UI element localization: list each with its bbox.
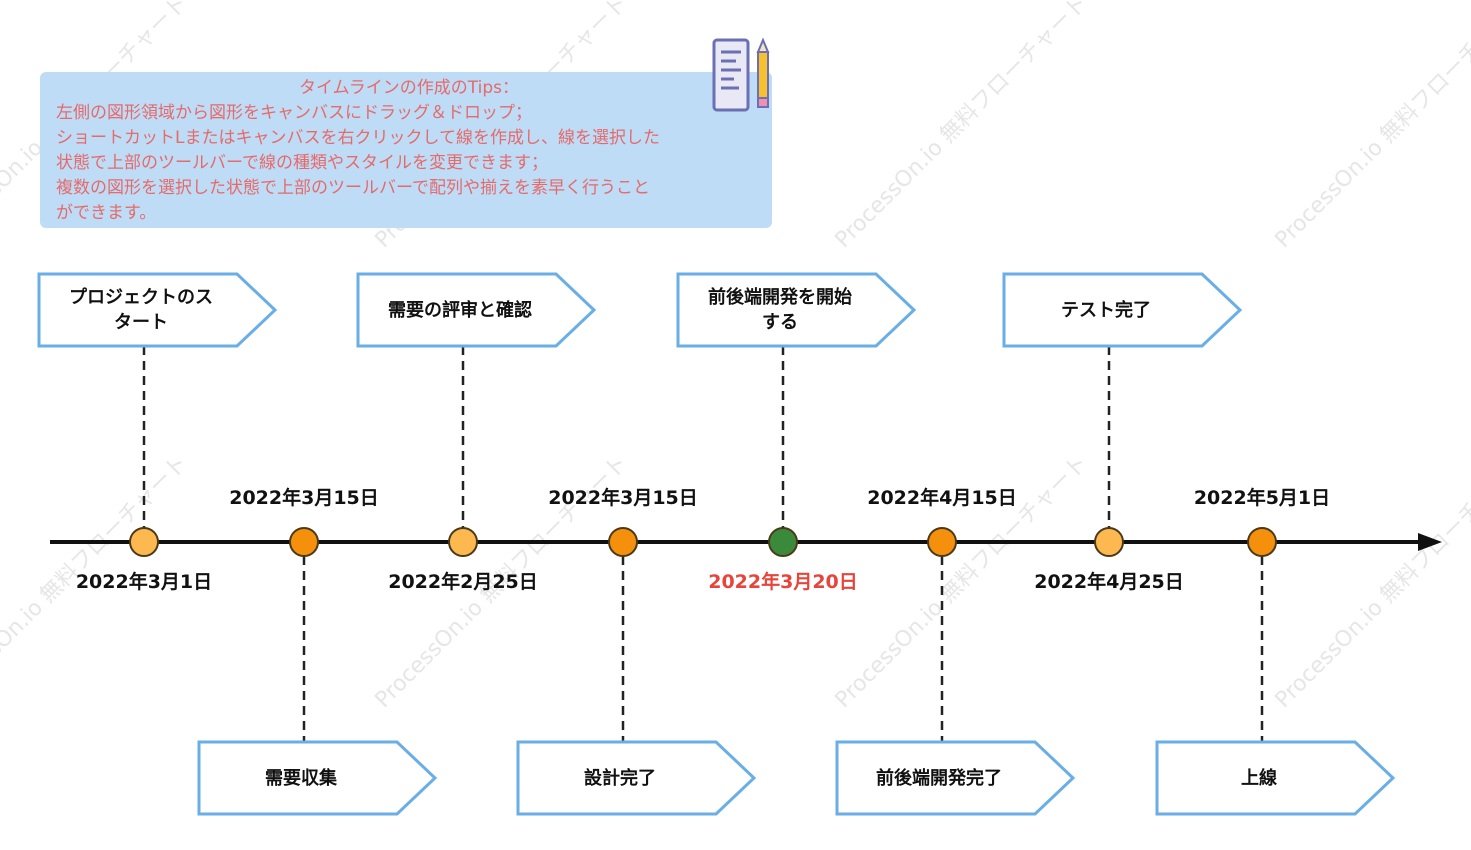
event-box[interactable] <box>676 272 917 348</box>
event-box[interactable] <box>1155 740 1396 816</box>
event-label: プロジェクトのスタート <box>39 274 243 346</box>
event-label: 前後端開発を開始する <box>678 274 882 346</box>
event-box[interactable] <box>37 272 278 348</box>
event-label-line: 上線 <box>1241 767 1277 789</box>
event-label: 需要の評审と確認 <box>358 274 562 346</box>
event-date: 2022年4月15日 <box>867 487 1017 509</box>
tips-line: ショートカットLまたはキャンバスを右クリックして線を作成し、線を選択した <box>56 128 660 148</box>
event-label-line: 設計完了 <box>584 767 656 789</box>
timeline-node[interactable] <box>129 527 159 557</box>
event-date: 2022年3月15日 <box>548 487 698 509</box>
tips-line: 状態で上部のツールバーで線の種類やスタイルを変更できます； <box>56 153 548 173</box>
timeline-node[interactable] <box>608 527 638 557</box>
event-date: 2022年3月1日 <box>75 571 213 593</box>
event-date: 2022年3月20日 <box>708 571 858 593</box>
event-label: テスト完了 <box>1004 274 1208 346</box>
event-label-line: テスト完了 <box>1061 299 1151 321</box>
timeline-node[interactable] <box>289 527 319 557</box>
event-box[interactable] <box>197 740 438 816</box>
tips-line: 左側の図形領域から図形をキャンバスにドラッグ＆ドロップ； <box>56 103 532 123</box>
timeline-node[interactable] <box>768 527 798 557</box>
tips-line: ができます。 <box>56 203 157 223</box>
event-label-line: 需要収集 <box>265 767 337 789</box>
event-box[interactable] <box>1002 272 1243 348</box>
node-layer <box>129 527 1277 557</box>
event-date: 2022年5月1日 <box>1193 487 1331 509</box>
connector-layer <box>142 346 1264 742</box>
timeline-node[interactable] <box>927 527 957 557</box>
event-date: 2022年3月15日 <box>229 487 379 509</box>
event-label: 上線 <box>1157 742 1361 814</box>
event-label-line: 需要の評审と確認 <box>388 299 532 321</box>
tips-title: タイムラインの作成のTips： <box>298 78 520 98</box>
event-box[interactable] <box>835 740 1076 816</box>
event-label-line: 前後端開発完了 <box>876 767 1002 789</box>
timeline-arrowhead <box>1418 533 1442 551</box>
memo-pencil-icon <box>712 37 770 112</box>
event-box-layer <box>37 272 1396 816</box>
tips-line: 複数の図形を選択した状態で上部のツールバーで配列や揃えを素早く行うこと <box>56 178 650 198</box>
timeline-node[interactable] <box>448 527 478 557</box>
event-label-line: 前後端開発を開始 <box>708 287 852 308</box>
timeline-node[interactable] <box>1094 527 1124 557</box>
tips-panel: タイムラインの作成のTips： 左側の図形領域から図形をキャンバスにドラッグ＆ド… <box>40 72 772 228</box>
timeline-node[interactable] <box>1247 527 1277 557</box>
event-date: 2022年2月25日 <box>388 571 538 593</box>
event-label: 前後端開発完了 <box>837 742 1041 814</box>
event-label-line: する <box>762 312 798 333</box>
event-box[interactable] <box>516 740 757 816</box>
event-label-line: タート <box>114 312 168 333</box>
event-box[interactable] <box>356 272 597 348</box>
event-label: 設計完了 <box>518 742 722 814</box>
event-label: 需要収集 <box>199 742 403 814</box>
event-date: 2022年4月25日 <box>1034 571 1184 593</box>
event-label-line: プロジェクトのス <box>69 287 213 308</box>
